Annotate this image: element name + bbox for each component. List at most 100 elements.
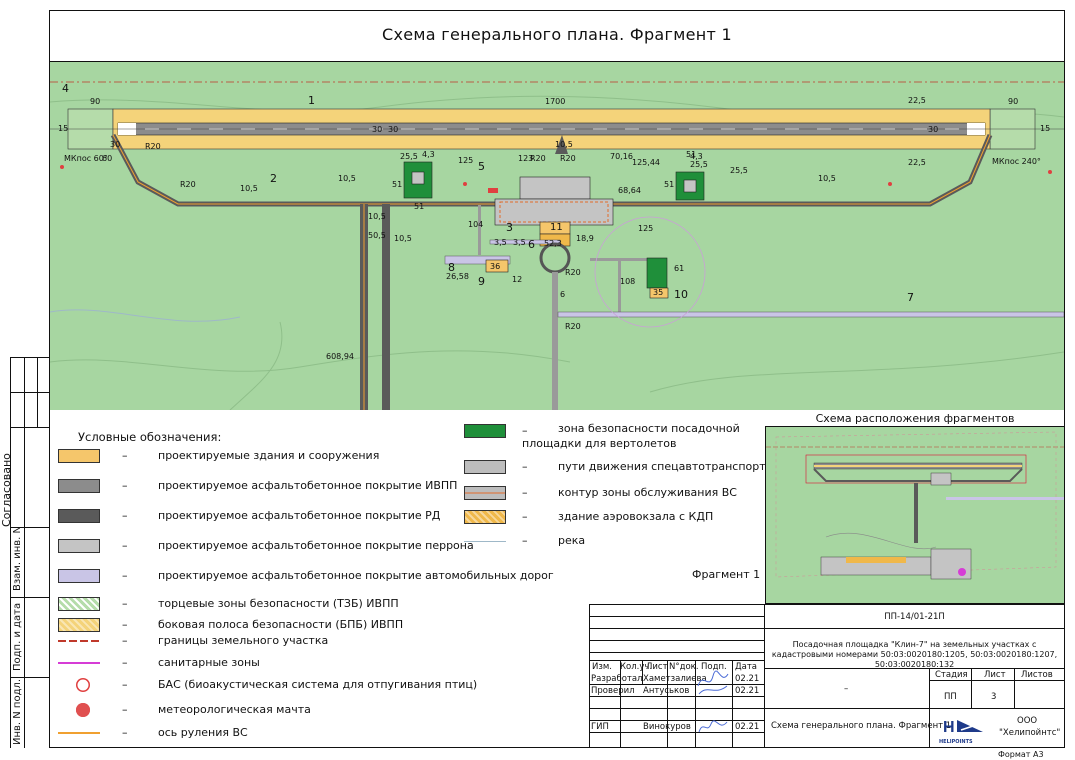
dim-35: 35 <box>653 288 664 297</box>
label-3: 3 <box>506 221 513 234</box>
format-label: Формат А3 <box>998 750 1044 759</box>
general-plan: 4 1 2 3 5 6 7 8 9 10 11 90 90 1700 15 15… <box>50 62 1064 410</box>
tb-header-podp: Подп. <box>701 662 727 672</box>
plan-drawing <box>50 81 1064 410</box>
tb-company: "Хелипойнтс" <box>999 728 1061 738</box>
dim-10-5-c: 10,5 <box>338 174 356 183</box>
tb-header-izm: Изм. <box>592 662 612 672</box>
dim-3-5-a: 3,5 <box>494 238 507 247</box>
dim-51-c: 51 <box>664 180 675 189</box>
tb-sheets-header: Листов <box>1021 670 1053 680</box>
legend-swatch <box>58 479 100 493</box>
bas-marker-right <box>1048 170 1052 174</box>
legend-dash: – <box>122 479 128 492</box>
dim-90-left: 90 <box>90 97 101 106</box>
tb-name-checker: Антуськов <box>643 686 690 696</box>
apron-connector <box>555 135 568 154</box>
tb-role-developer: Разработал <box>591 674 643 684</box>
mini-map-title: Схема расположения фрагментов <box>815 412 1015 425</box>
label-2: 2 <box>270 172 277 185</box>
legend-item-label: проектируемое асфальтобетонное покрытие … <box>158 539 474 552</box>
legend-item-label: проектируемое асфальтобетонное покрытие … <box>158 569 554 582</box>
stamp-agreed: Согласовано <box>0 453 13 527</box>
heading-right: МКпос 240° <box>992 157 1041 166</box>
signature-gip-icon <box>698 720 728 733</box>
drawing-title: Схема генерального плана. Фрагмент 1 <box>382 25 732 44</box>
building-10 <box>649 287 669 299</box>
radius-r20-c: R20 <box>530 154 546 163</box>
dim-51-d: 51 <box>686 150 697 159</box>
legend-dash: – <box>522 510 528 523</box>
legend-item-label: здание аэровокзала с КДП <box>558 510 714 523</box>
sanitary-zone <box>594 216 706 328</box>
dim-68-64: 68,64 <box>618 186 641 195</box>
tb-name-gip: Винокуров <box>643 722 691 732</box>
legend-item-label: боковая полоса безопасности (БПБ) ИВПП <box>158 618 404 631</box>
legend-item-label: границы земельного участка <box>158 634 329 647</box>
label-10: 10 <box>674 288 688 301</box>
tb-company-prefix: ООО <box>1017 716 1038 726</box>
legend-title: Условные обозначения: <box>78 430 222 444</box>
dim-70-16: 70,16 <box>610 152 633 161</box>
dim-108: 108 <box>620 277 636 286</box>
radius-r20-e: R20 <box>565 268 581 277</box>
title-band: Схема генерального плана. Фрагмент 1 <box>50 11 1064 62</box>
dim-3-5-b: 3,5 <box>513 238 526 247</box>
legend-swatch <box>464 486 506 500</box>
tb-date-gip: 02.21 <box>735 722 760 732</box>
dim-125-b: 125 <box>638 224 654 233</box>
dim-52-3: 52,3 <box>544 239 562 248</box>
mini-map <box>765 426 1065 604</box>
title-block: Изм. Кол.уч. Лист N°док. Подп. Дата Разр… <box>589 604 1065 748</box>
legend-item-label: БАС (биоакустическая система для отпугив… <box>158 678 478 691</box>
legend-item-label: проектируемое асфальтобетонное покрытие … <box>158 479 458 492</box>
legend-item-label: метеорологическая мачта <box>158 703 311 716</box>
tb-header-data: Дата <box>735 662 758 672</box>
side-stamp: Согласовано Взам. инв. N Подп. и дата Ин… <box>0 357 50 748</box>
svg-text:H: H <box>943 719 955 736</box>
met-mast <box>488 188 498 193</box>
tb-role-checker: Проверил <box>591 686 635 696</box>
stamp-sign-date: Подп. и дата <box>12 602 23 671</box>
dim-18-9: 18,9 <box>576 234 594 243</box>
stamp-replace-inv: Взам. инв. N <box>12 526 23 591</box>
tb-header-koluch: Кол.уч. <box>620 662 653 672</box>
legend-item-label: река <box>558 534 586 547</box>
tb-sheet-header: Лист <box>984 670 1006 680</box>
tb-name-developer: Хаметзалиева <box>643 674 707 684</box>
legend-item-label: контур зоны обслуживания ВС <box>558 486 737 499</box>
dim-51-a: 51 <box>392 180 403 189</box>
tb-stage-header: Стадия <box>935 670 968 680</box>
dim-61: 61 <box>674 264 685 273</box>
dim-608-94: 608,94 <box>326 352 354 361</box>
dim-125-44: 125,44 <box>632 158 660 167</box>
legend-swatch <box>464 424 506 438</box>
dim-22-5-bottom: 22,5 <box>908 158 926 167</box>
label-4: 4 <box>62 82 69 95</box>
helipad-left <box>411 171 425 185</box>
dim-50-5: 50,5 <box>368 231 386 240</box>
legend-item-label: санитарные зоны <box>158 656 260 669</box>
legend-dash: – <box>122 597 128 610</box>
dim-25-5-c: 25,5 <box>730 166 748 175</box>
vertical-road-b <box>382 204 390 410</box>
dim-10-5-a: 10,5 <box>555 140 573 149</box>
legend-swatch <box>58 569 100 583</box>
dim-25-5-b: 25,5 <box>690 160 708 169</box>
legend-dash: – <box>122 509 128 522</box>
road-9 <box>489 239 561 245</box>
dim-26-58: 26,58 <box>446 272 469 281</box>
road-7 <box>557 311 1064 318</box>
zone-10 <box>646 257 668 289</box>
legend-dash: – <box>122 618 128 631</box>
legend-item-label: проектируемое асфальтобетонное покрытие … <box>158 509 441 522</box>
legend-swatch <box>58 539 100 553</box>
dim-4-3-b: 4,3 <box>690 152 703 161</box>
label-9: 9 <box>478 275 485 288</box>
dim-1700: 1700 <box>545 97 566 106</box>
bas-marker-left <box>60 165 64 169</box>
tb-role-gip: ГИП <box>591 722 609 732</box>
radius-r20-a: R20 <box>145 142 161 151</box>
radius-r20-b: R20 <box>180 180 196 189</box>
service-road-1 <box>478 205 481 255</box>
